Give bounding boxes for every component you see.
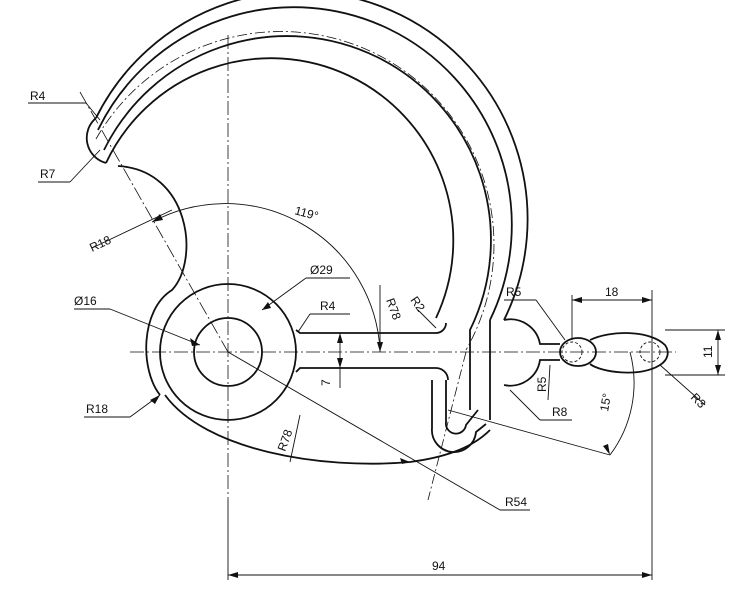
- label-r78-inner: R78: [383, 296, 404, 322]
- label-r4-slot: R4: [320, 299, 336, 313]
- label-r5-neck: R5: [535, 376, 549, 392]
- label-dia-16: Ø16: [74, 294, 97, 308]
- label-angle-15: 15°: [597, 392, 614, 412]
- label-dia-29: Ø29: [310, 263, 333, 277]
- label-r8: R8: [552, 405, 568, 419]
- label-r18-lower: R18: [86, 402, 108, 416]
- label-r7: R7: [40, 167, 56, 181]
- label-dim-11: 11: [701, 345, 715, 358]
- dimension-labels: R4 R7 R18 119° Ø29 Ø16 R4 R78 R2 7 R18 R…: [30, 89, 715, 573]
- label-r18-upper: R18: [87, 233, 113, 255]
- dimension-lines: [28, 102, 725, 580]
- label-dim-18: 18: [605, 285, 619, 299]
- label-r2: R2: [408, 294, 428, 315]
- label-r3: R3: [688, 390, 709, 411]
- label-r54: R54: [505, 495, 527, 509]
- label-r4-top: R4: [30, 89, 46, 103]
- label-dim-7: 7: [319, 379, 333, 386]
- label-angle-119: 119°: [293, 203, 320, 223]
- label-dim-94: 94: [432, 559, 446, 573]
- hidden-features: [561, 341, 661, 363]
- part-outline: [85, 0, 669, 465]
- arrowheads: [150, 214, 721, 578]
- label-r5-top: R5: [506, 285, 522, 299]
- center-lines: [79, 31, 676, 501]
